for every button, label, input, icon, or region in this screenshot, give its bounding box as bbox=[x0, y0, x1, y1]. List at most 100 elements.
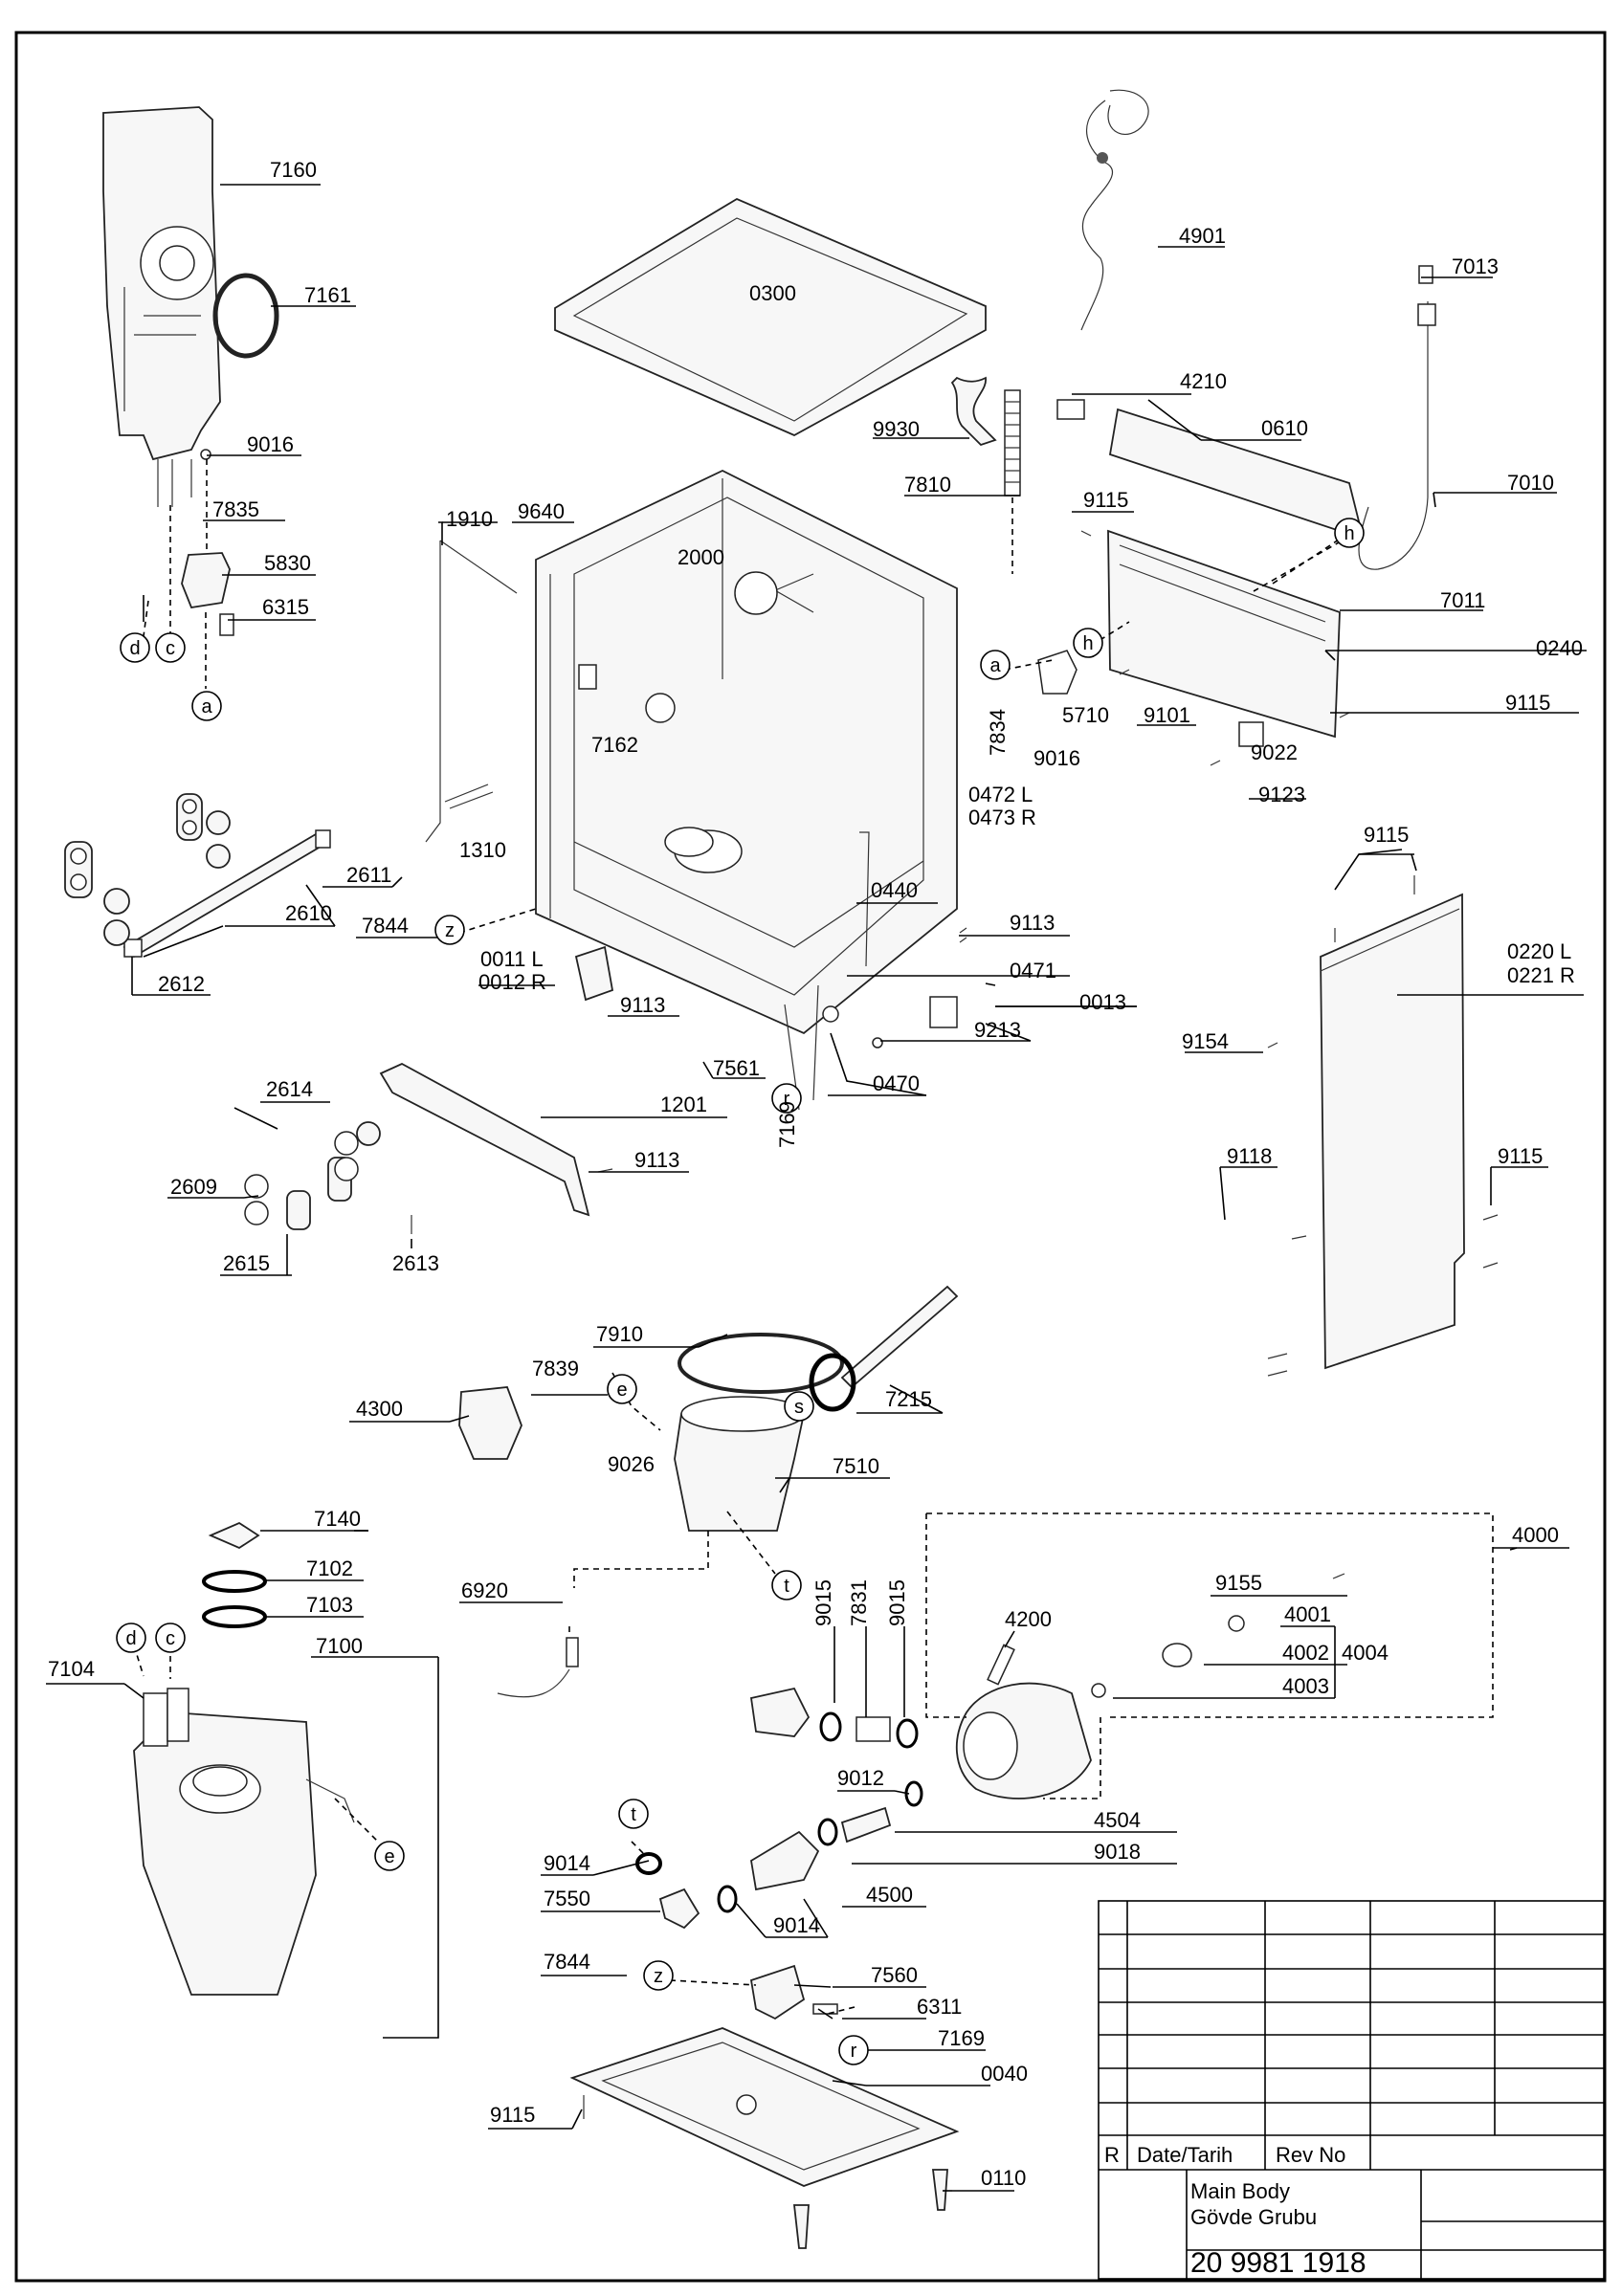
title-block-date: Date/Tarih bbox=[1137, 2143, 1233, 2167]
part-label-4500: 4500 bbox=[866, 1883, 913, 1907]
leader-lines bbox=[46, 184, 1587, 2192]
part-label-2612: 2612 bbox=[158, 972, 205, 996]
part-label-7100: 7100 bbox=[316, 1634, 363, 1658]
part-label-1910: 1910 bbox=[446, 507, 493, 531]
part-label-2613: 2613 bbox=[392, 1251, 439, 1275]
title-block-name-tr: Gövde Grubu bbox=[1190, 2205, 1317, 2229]
ring-7910-illustration bbox=[678, 1333, 844, 1394]
title-block-name-en: Main Body bbox=[1190, 2179, 1290, 2203]
part-label-0110: 0110 bbox=[981, 2166, 1026, 2190]
part-label-9213: 9213 bbox=[974, 1018, 1021, 1042]
marker-letter-t2: t bbox=[631, 1804, 636, 1825]
part-label-7810: 7810 bbox=[904, 473, 951, 497]
part-label-2609: 2609 bbox=[170, 1175, 217, 1199]
part-label-9016a: 9016 bbox=[247, 432, 294, 456]
part-label-9155: 9155 bbox=[1215, 1571, 1262, 1595]
marker-circle-z1 bbox=[434, 915, 465, 945]
part-label-9115c: 9115 bbox=[1364, 823, 1409, 847]
part-0013-illustration bbox=[929, 996, 958, 1028]
part-label-9640: 9640 bbox=[518, 499, 565, 523]
hose-7831-illustration bbox=[855, 1716, 891, 1742]
part-label-9115d: 9115 bbox=[1498, 1144, 1543, 1168]
foot-0110b-illustration bbox=[931, 2169, 948, 2211]
marker-circle-e2 bbox=[374, 1841, 405, 1871]
top-cover-0300-illustration bbox=[554, 197, 987, 437]
tub-2000-illustration bbox=[535, 469, 958, 1035]
part-label-9118: 9118 bbox=[1227, 1144, 1272, 1168]
marker-circle-d2 bbox=[116, 1623, 146, 1653]
part-label-7835: 7835 bbox=[212, 497, 259, 521]
part-label-9022: 9022 bbox=[1251, 740, 1298, 764]
part-label-7844a: 7844 bbox=[362, 914, 409, 938]
marker-letter-a1: a bbox=[201, 696, 212, 718]
part-9015-illustration bbox=[749, 1687, 811, 1737]
part-label-9014b: 9014 bbox=[773, 1913, 820, 1937]
part-label-7104: 7104 bbox=[48, 1657, 95, 1681]
part-label-9015a: 9015 bbox=[811, 1579, 835, 1626]
part-label-7561: 7561 bbox=[713, 1056, 760, 1080]
part-label-0471: 0471 bbox=[1010, 959, 1056, 982]
part-label-5710: 5710 bbox=[1062, 703, 1109, 727]
part-label-7162: 7162 bbox=[591, 733, 638, 757]
part-7140-illustration bbox=[208, 1521, 260, 1550]
part-label-1310: 1310 bbox=[459, 838, 506, 862]
part-label-0040: 0040 bbox=[981, 2062, 1028, 2086]
ring-7103-illustration bbox=[202, 1605, 267, 1628]
marker-circle-h1 bbox=[1334, 518, 1365, 548]
part-label-0610: 0610 bbox=[1261, 416, 1308, 440]
part-label-9113b: 9113 bbox=[620, 993, 665, 1017]
part-label-9123: 9123 bbox=[1258, 783, 1305, 806]
marker-letter-z2: z bbox=[654, 1966, 663, 1987]
marker-letter-e1: e bbox=[616, 1380, 627, 1401]
wheel-assemblies-illustration bbox=[64, 793, 231, 946]
crossbar-1201-illustration bbox=[379, 1062, 590, 1217]
part-label-4200: 4200 bbox=[1005, 1607, 1052, 1631]
part-label-4504: 4504 bbox=[1094, 1808, 1141, 1832]
marker-letter-t1: t bbox=[784, 1576, 789, 1597]
part-label-9154: 9154 bbox=[1182, 1029, 1229, 1053]
marker-circle-r1 bbox=[771, 1083, 802, 1114]
part-label-7010: 7010 bbox=[1507, 471, 1554, 495]
marker-circle-t2 bbox=[618, 1799, 649, 1829]
marker-letter-r2: r bbox=[851, 2041, 857, 2062]
part-label-7140: 7140 bbox=[314, 1507, 361, 1531]
part-label-7510: 7510 bbox=[833, 1454, 879, 1478]
part-4002-illustration bbox=[1162, 1643, 1192, 1667]
bracket-0011-illustration bbox=[574, 945, 614, 1002]
part-label-9016b: 9016 bbox=[1033, 746, 1080, 770]
marker-circle-a2 bbox=[980, 650, 1011, 680]
part-4300-illustration bbox=[458, 1386, 522, 1460]
part-label-0440: 0440 bbox=[871, 878, 918, 902]
part-label-6311: 6311 bbox=[917, 1995, 962, 2019]
part-7162-illustration bbox=[645, 693, 676, 723]
part-7013-illustration bbox=[1418, 265, 1433, 284]
part-label-9018: 9018 bbox=[1094, 1840, 1141, 1864]
marker-circle-d1 bbox=[120, 632, 150, 663]
hose-7810-illustration bbox=[1004, 389, 1021, 497]
part-label-9015b: 9015 bbox=[885, 1579, 909, 1626]
marker-letter-z1: z bbox=[445, 920, 455, 941]
marker-letter-h2: h bbox=[1082, 633, 1093, 654]
foot-0110a-illustration bbox=[792, 2204, 810, 2249]
marker-letter-e2: e bbox=[384, 1846, 394, 1867]
part-label-9930: 9930 bbox=[873, 417, 920, 441]
part-4001-illustration bbox=[1228, 1615, 1245, 1632]
ring-7102-illustration bbox=[202, 1570, 267, 1593]
marker-circle-r2 bbox=[838, 2035, 869, 2065]
part-label-7103: 7103 bbox=[306, 1593, 353, 1617]
part-label-4901: 4901 bbox=[1179, 224, 1226, 248]
lower-wheels-illustration bbox=[244, 1121, 381, 1230]
marker-circle-h2 bbox=[1073, 628, 1103, 658]
part-label-9101: 9101 bbox=[1144, 703, 1190, 727]
marker-circle-e1 bbox=[607, 1374, 637, 1404]
ring-7161-illustration bbox=[212, 273, 279, 359]
side-panel-0220-illustration bbox=[1320, 893, 1465, 1370]
elbow-7550-illustration bbox=[658, 1888, 700, 1930]
part-label-7831: 7831 bbox=[847, 1579, 871, 1626]
part-label-7160: 7160 bbox=[270, 158, 317, 182]
part-label-2615: 2615 bbox=[223, 1251, 270, 1275]
part-label-7169a: 7169 bbox=[775, 1101, 799, 1148]
part-4200-illustration bbox=[987, 1644, 1015, 1686]
part-label-7844b: 7844 bbox=[544, 1950, 590, 1974]
